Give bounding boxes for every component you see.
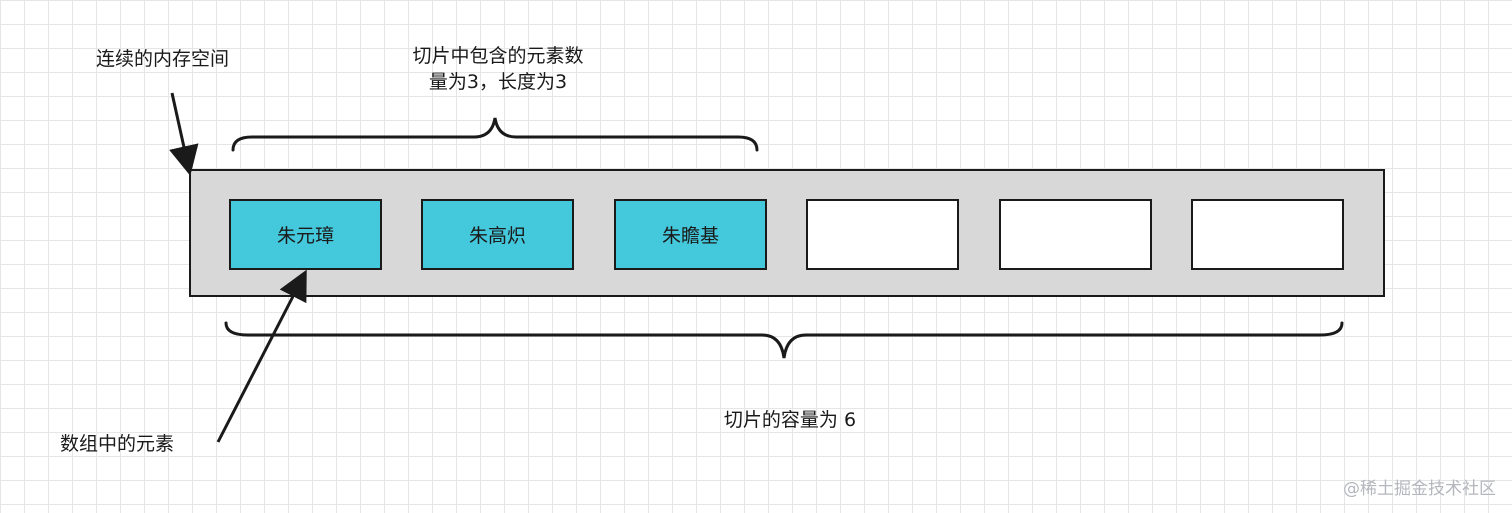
memory-arrow (169, 92, 199, 176)
length-brace (231, 117, 759, 152)
capacity-brace (224, 321, 1344, 359)
array-cell-6 (1191, 199, 1344, 270)
element-arrow (216, 269, 307, 443)
watermark: @稀土掘金技术社区 (1343, 479, 1496, 499)
array-element-label: 数组中的元素 (60, 433, 175, 455)
capacity-label: 切片的容量为 6 (723, 409, 857, 431)
array-cell-4 (806, 199, 959, 270)
slice-length-label-line2: 量为3，长度为3 (428, 70, 568, 93)
array-cell-3: 朱瞻基 (614, 199, 767, 270)
memory-space-label: 连续的内存空间 (96, 48, 230, 70)
slice-length-label-line1: 切片中包含的元素数 (412, 45, 584, 67)
array-container (189, 169, 1385, 297)
array-cell-1: 朱元璋 (229, 199, 382, 270)
array-cell-5 (999, 199, 1152, 270)
array-cell-2: 朱高炽 (421, 199, 574, 270)
slice-length-label: 切片中包含的元素数 量为3，长度为3 (392, 44, 604, 95)
